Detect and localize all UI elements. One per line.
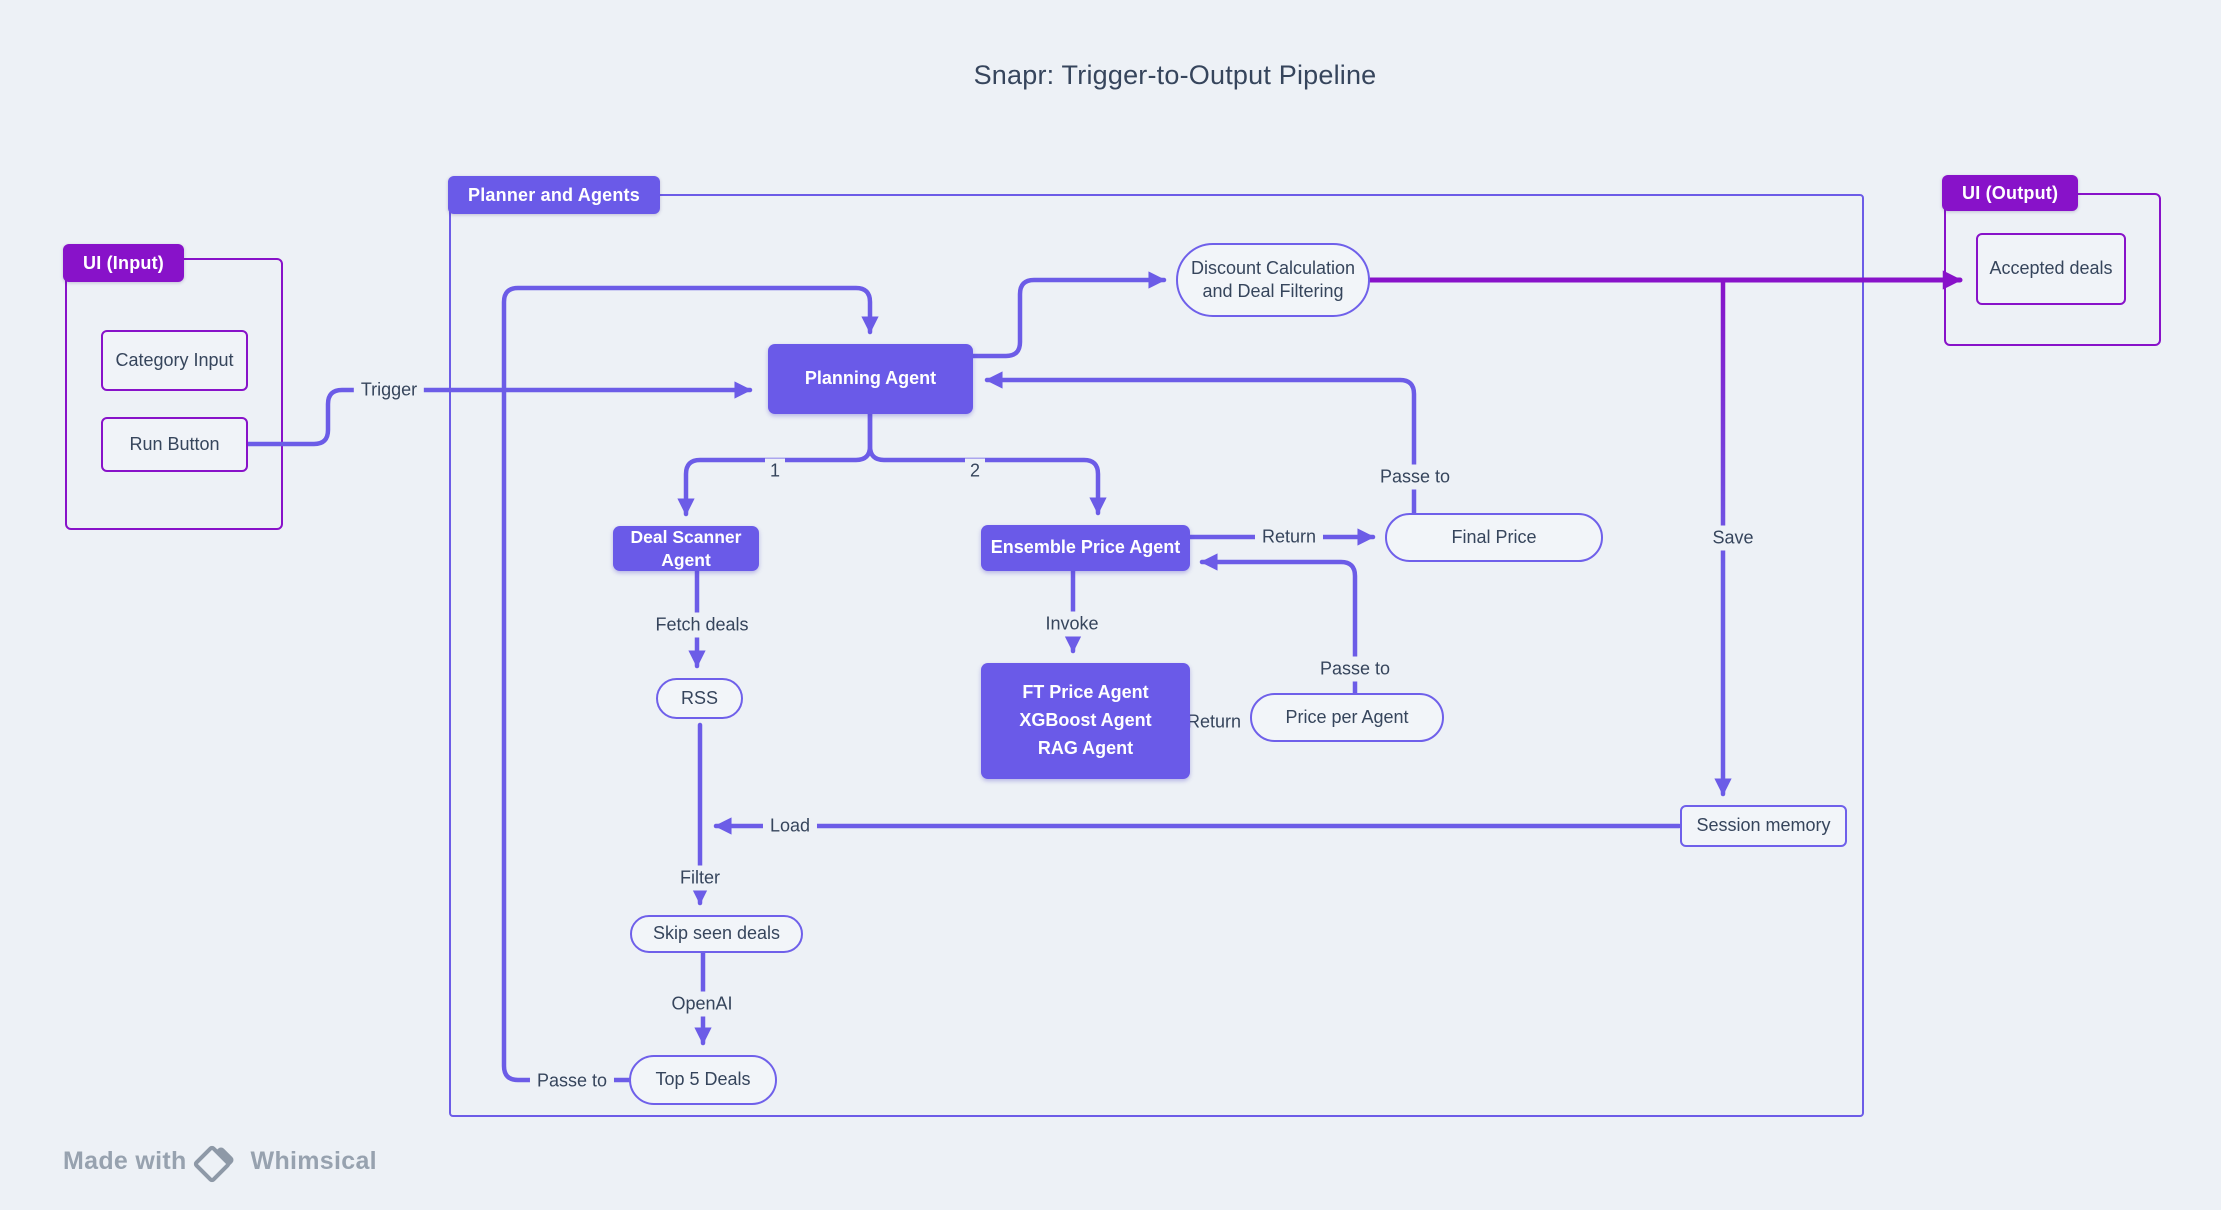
node-deal-scanner-label: Deal Scanner Agent bbox=[630, 526, 742, 570]
edge-trigger[interactable] bbox=[245, 381, 753, 447]
container-ui-output-label[interactable]: UI (Output) bbox=[1942, 175, 2079, 211]
node-ensemble-price-agent[interactable]: Ensemble Price Agent bbox=[981, 525, 1190, 571]
diagram-title: Snapr: Trigger-to-Output Pipeline bbox=[973, 60, 1377, 90]
node-accepted-deals-label: Accepted deals bbox=[1989, 258, 2113, 279]
node-skip-seen-deals-label: Skip seen deals bbox=[652, 923, 781, 944]
edge-label-fetch-deals[interactable]: Fetch deals bbox=[648, 612, 756, 638]
node-rss-label: RSS bbox=[680, 687, 718, 708]
watermark-brand-text: Whimsical bbox=[250, 1146, 377, 1175]
edge-label-openai[interactable]: OpenAI bbox=[664, 991, 740, 1017]
node-final-price[interactable]: Final Price bbox=[1385, 513, 1603, 562]
container-planner-and-agents[interactable] bbox=[449, 194, 1864, 1117]
container-ui-input-label[interactable]: UI (Input) bbox=[63, 244, 184, 282]
node-category-input-label: Category Input bbox=[115, 349, 234, 370]
node-run-button[interactable]: Run Button bbox=[101, 417, 248, 472]
node-price-agents-stack[interactable]: FT Price Agent XGBoost Agent RAG Agent bbox=[981, 663, 1190, 779]
edge-planning-to-discount[interactable] bbox=[970, 271, 1167, 359]
node-skip-seen-deals[interactable]: Skip seen deals bbox=[630, 915, 803, 953]
edge-label-save[interactable]: Save bbox=[1705, 525, 1761, 551]
node-accepted-deals[interactable]: Accepted deals bbox=[1976, 233, 2126, 305]
node-deal-scanner-agent[interactable]: Deal Scanner Agent bbox=[613, 526, 759, 571]
edge-label-return-ppa[interactable]: Return bbox=[1179, 709, 1249, 735]
node-planning-agent-label: Planning Agent bbox=[804, 368, 937, 389]
node-ensemble-label: Ensemble Price Agent bbox=[990, 537, 1181, 558]
node-discount-calculation-label: Discount Calculation and Deal Filtering bbox=[1190, 257, 1356, 301]
node-session-memory[interactable]: Session memory bbox=[1680, 805, 1847, 847]
edge-label-trigger[interactable]: Trigger bbox=[353, 377, 425, 403]
node-rag-agent-label: RAG Agent bbox=[1037, 737, 1134, 758]
edge-label-passe-to-final[interactable]: Passe to bbox=[1372, 464, 1458, 490]
edge-final-price-to-planning[interactable] bbox=[984, 371, 1417, 516]
edge-top5-to-planning[interactable] bbox=[501, 285, 879, 1083]
edge-label-passe-to-top5[interactable]: Passe to bbox=[529, 1068, 615, 1094]
edge-label-2[interactable]: 2 bbox=[964, 458, 986, 484]
node-price-per-agent[interactable]: Price per Agent bbox=[1250, 693, 1444, 742]
node-top-5-deals[interactable]: Top 5 Deals bbox=[629, 1055, 777, 1105]
edge-label-filter[interactable]: Filter bbox=[673, 865, 727, 891]
edge-label-1[interactable]: 1 bbox=[764, 458, 786, 484]
node-rss[interactable]: RSS bbox=[656, 678, 743, 719]
node-planning-agent[interactable]: Planning Agent bbox=[768, 344, 973, 414]
node-top-5-deals-label: Top 5 Deals bbox=[655, 1069, 751, 1090]
edge-label-return-final[interactable]: Return bbox=[1254, 524, 1324, 550]
container-planner-and-agents-label[interactable]: Planner and Agents bbox=[448, 176, 660, 214]
whimsical-logo-icon bbox=[191, 1143, 241, 1184]
edge-label-passe-to-ppa[interactable]: Passe to bbox=[1312, 656, 1398, 682]
whimsical-watermark[interactable]: Made with Whimsical bbox=[63, 1143, 377, 1184]
node-session-memory-label: Session memory bbox=[1696, 815, 1831, 836]
edge-label-invoke[interactable]: Invoke bbox=[1038, 611, 1106, 637]
edge-price-per-agent-to-ensemble[interactable] bbox=[1199, 553, 1358, 696]
node-category-input[interactable]: Category Input bbox=[101, 330, 248, 391]
node-final-price-label: Final Price bbox=[1451, 526, 1537, 547]
watermark-made-with-text: Made with bbox=[63, 1146, 187, 1175]
node-xgboost-agent-label: XGBoost Agent bbox=[1019, 710, 1152, 731]
node-discount-calculation[interactable]: Discount Calculation and Deal Filtering bbox=[1176, 243, 1370, 317]
node-price-per-agent-label: Price per Agent bbox=[1285, 706, 1409, 727]
edge-label-load[interactable]: Load bbox=[762, 813, 818, 839]
node-run-button-label: Run Button bbox=[129, 433, 220, 454]
node-ft-price-agent-label: FT Price Agent bbox=[1022, 682, 1149, 703]
